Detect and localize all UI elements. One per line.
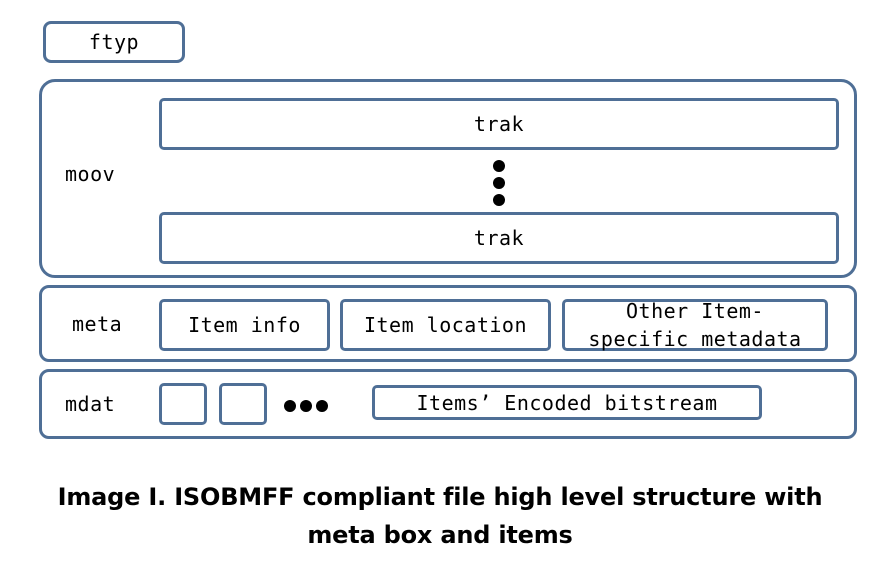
ftyp-box: ftyp [43, 21, 185, 63]
item-location-box: Item location [340, 299, 551, 351]
encoded-bitstream-box: Items’ Encoded bitstream [372, 385, 762, 420]
item-data-box-1 [159, 383, 207, 425]
moov-label: moov [65, 162, 116, 186]
ellipsis-dot [493, 177, 505, 189]
meta-label: meta [72, 312, 123, 336]
encoded-bitstream-label: Items’ Encoded bitstream [416, 390, 718, 415]
other-item-metadata-line1: Other Item- [626, 299, 764, 323]
ftyp-label: ftyp [88, 30, 140, 54]
trak-box-bottom: trak [159, 212, 839, 264]
ellipsis-dot [316, 400, 328, 412]
figure-caption: Image I. ISOBMFF compliant file high lev… [40, 478, 840, 554]
other-item-metadata-line2: specific metadata [588, 327, 802, 351]
ellipsis-dot [300, 400, 312, 412]
trak-label-top: trak [473, 112, 525, 136]
trak-label-bottom: trak [473, 226, 525, 250]
other-item-metadata-box: Other Item- specific metadata [562, 299, 828, 351]
ellipsis-dot [493, 194, 505, 206]
item-info-label: Item info [188, 313, 301, 337]
item-info-box: Item info [159, 299, 330, 351]
caption-line-1: Image I. ISOBMFF compliant file high lev… [57, 483, 823, 511]
trak-box-top: trak [159, 98, 839, 150]
ellipsis-dot [493, 160, 505, 172]
item-location-label: Item location [363, 313, 528, 337]
caption-line-2: meta box and items [307, 521, 573, 549]
mdat-label: mdat [65, 392, 116, 416]
ellipsis-dot [284, 400, 296, 412]
item-data-box-2 [219, 383, 267, 425]
